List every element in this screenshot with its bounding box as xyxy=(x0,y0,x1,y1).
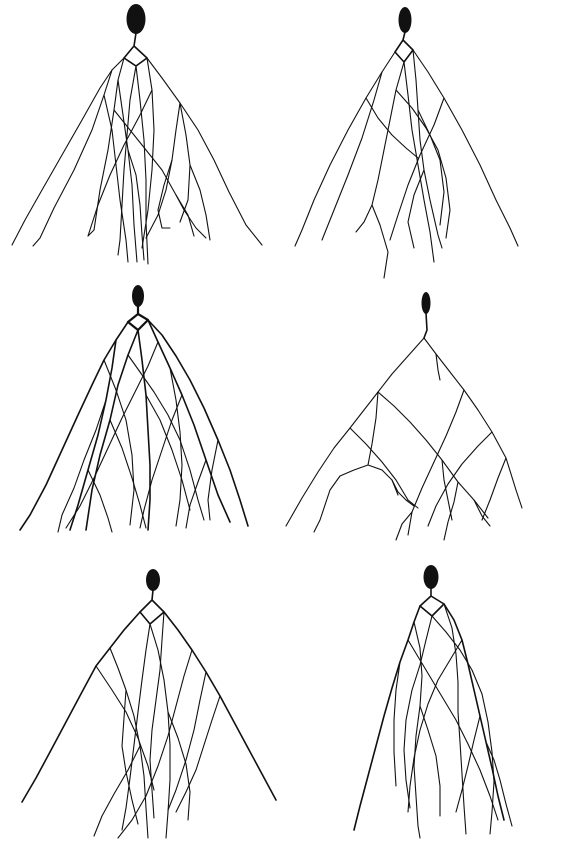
root-node xyxy=(132,285,144,307)
root-node xyxy=(146,569,160,591)
root-node xyxy=(399,7,412,33)
root-node xyxy=(422,292,431,314)
root-node xyxy=(127,4,146,34)
root-node xyxy=(424,565,439,589)
